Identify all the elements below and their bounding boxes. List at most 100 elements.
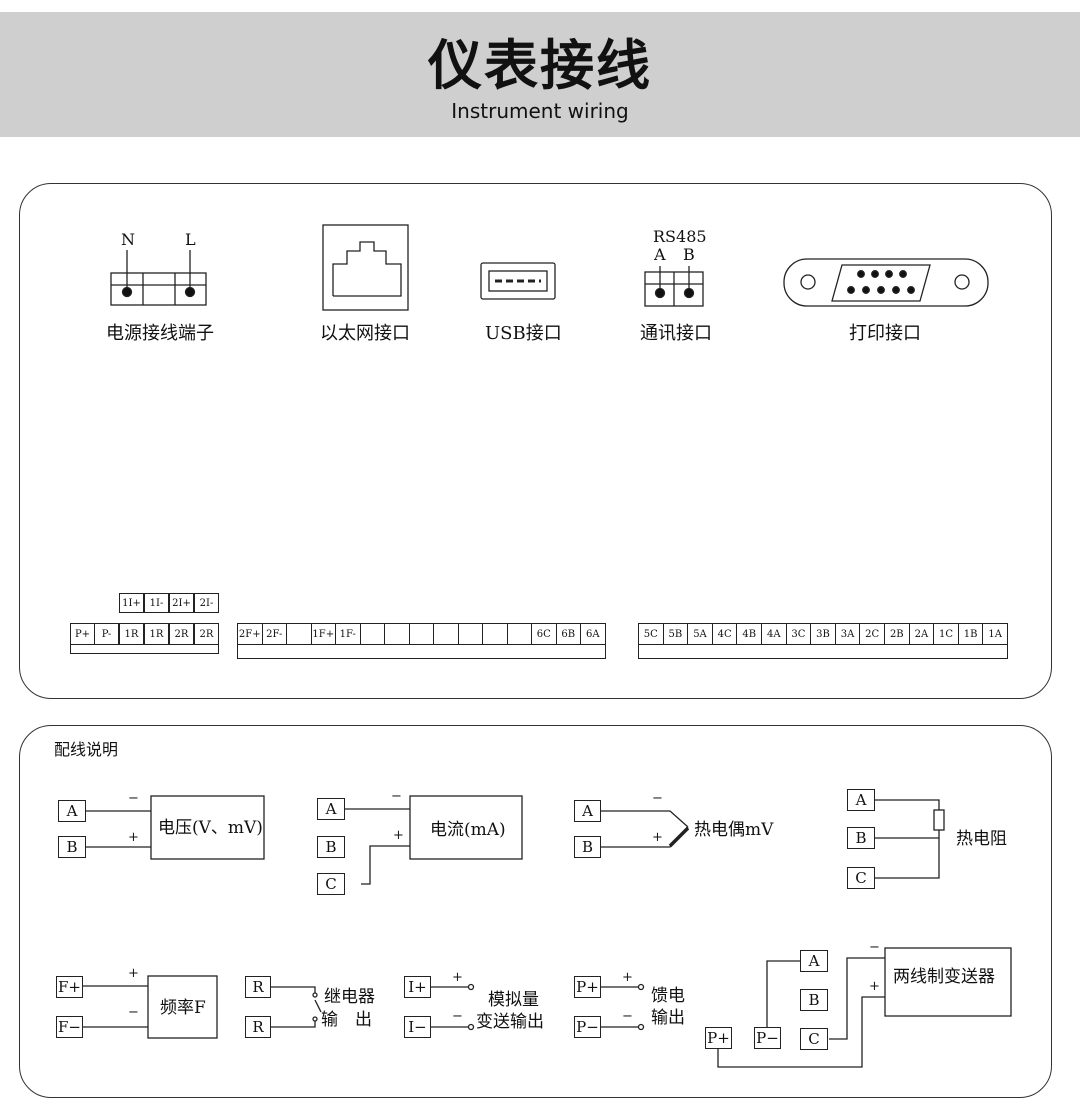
- terminal: 1R: [119, 623, 144, 645]
- terminal-1i-plus: 1I+: [119, 593, 144, 613]
- voltage-terminal-a: A: [58, 800, 86, 822]
- feed-label-1: 馈电: [651, 986, 685, 1006]
- analog-terminal-iplus: I+: [404, 976, 431, 998]
- frequency-label: 频率F: [160, 998, 206, 1018]
- relay-terminal-r1: R: [245, 976, 271, 998]
- terminal-2i-plus: 2I+: [169, 593, 194, 613]
- relay-terminal-r2: R: [245, 1016, 271, 1038]
- thermocouple-minus: −: [652, 791, 663, 806]
- rtd-label: 热电阻: [956, 829, 1007, 849]
- current-wiring: [345, 795, 523, 885]
- transmitter-terminal-b: B: [800, 989, 828, 1011]
- terminal: 2R: [194, 623, 219, 645]
- rtd-wiring: [875, 799, 945, 879]
- voltage-wiring: [86, 795, 265, 860]
- rs485-label: 通讯接口: [640, 323, 712, 344]
- terminal: 6A: [580, 623, 606, 645]
- terminal: 4B: [736, 623, 762, 645]
- current-terminal-c: C: [317, 873, 345, 895]
- frequency-minus: −: [128, 1005, 139, 1020]
- ethernet-port-icon: [322, 224, 409, 311]
- frequency-wiring: [82, 975, 218, 1039]
- transmitter-minus: −: [869, 940, 880, 955]
- print-label: 打印接口: [849, 323, 921, 344]
- transmitter-label: 两线制变送器: [893, 967, 995, 987]
- page-title: 仪表接线: [428, 34, 652, 97]
- feed-wiring: [601, 983, 645, 1031]
- terminal-strip-base: [237, 645, 606, 659]
- header-banner: 仪表接线 Instrument wiring: [0, 12, 1080, 137]
- rtd-terminal-a: A: [847, 789, 875, 811]
- analog-wiring: [430, 983, 475, 1031]
- page-subtitle: Instrument wiring: [451, 99, 629, 123]
- power-terminal-label: 电源接线端子: [106, 323, 214, 344]
- feed-plus: +: [622, 970, 633, 985]
- terminal: 6B: [555, 623, 581, 645]
- terminal-2i-minus: 2I-: [194, 593, 219, 613]
- relay-label-2: 输 出: [321, 1010, 372, 1030]
- terminal: 2F+: [237, 623, 263, 645]
- analog-terminal-iminus: I−: [404, 1016, 431, 1038]
- voltage-terminal-b: B: [58, 836, 86, 858]
- analog-plus: +: [452, 970, 463, 985]
- terminal: 1A: [982, 623, 1008, 645]
- thermocouple-terminal-a: A: [574, 800, 601, 822]
- rs485-a-label: A: [654, 245, 666, 264]
- terminal: 1F+: [310, 623, 336, 645]
- frequency-terminal-fplus: F+: [56, 976, 83, 998]
- wiring-panel: [19, 725, 1052, 1098]
- rear-panel: [19, 183, 1052, 699]
- thermocouple-label: 热电偶mV: [694, 820, 774, 840]
- terminal-strip-base: [70, 645, 219, 654]
- terminal: 1R: [144, 623, 169, 645]
- feed-terminal-pplus: P+: [574, 976, 601, 998]
- frequency-plus: +: [128, 966, 139, 981]
- feed-label-2: 输出: [651, 1008, 685, 1028]
- relay-label-1: 继电器: [324, 987, 375, 1007]
- rs485-b-label: B: [683, 245, 695, 264]
- feed-minus: −: [622, 1009, 633, 1024]
- current-label: 电流(mA): [430, 820, 506, 840]
- analog-label-2: 变送输出: [476, 1012, 544, 1032]
- terminal: 2B: [884, 623, 910, 645]
- current-minus: −: [391, 789, 402, 804]
- transmitter-terminal-a: A: [800, 950, 828, 972]
- thermocouple-wiring: [601, 810, 690, 848]
- relay-wiring: [271, 986, 322, 1028]
- frequency-terminal-fminus: F−: [56, 1016, 83, 1038]
- terminal-1i-minus: 1I-: [144, 593, 169, 613]
- terminal: P-: [94, 623, 119, 645]
- voltage-plus: +: [128, 830, 139, 845]
- transmitter-terminal-pminus: P−: [754, 1027, 781, 1049]
- voltage-label: 电压(V、mV): [158, 818, 263, 838]
- current-terminal-b: B: [317, 836, 345, 858]
- print-port-icon: [783, 258, 989, 307]
- usb-port-icon: [480, 262, 556, 300]
- current-terminal-a: A: [317, 798, 345, 820]
- transmitter-terminal-pplus: P+: [705, 1027, 732, 1049]
- ethernet-label: 以太网接口: [320, 323, 410, 344]
- rs485-title: RS485: [653, 227, 707, 246]
- thermocouple-terminal-b: B: [574, 836, 601, 858]
- terminal: 2F-: [261, 623, 287, 645]
- transmitter-plus: +: [869, 979, 880, 994]
- rs485-terminal-icon: [644, 266, 704, 307]
- current-plus: +: [393, 828, 404, 843]
- wiring-title: 配线说明: [54, 740, 119, 759]
- feed-terminal-pminus: P−: [574, 1016, 601, 1038]
- terminal-strip-base: [638, 645, 1008, 659]
- rtd-terminal-c: C: [847, 867, 875, 889]
- transmitter-terminal-c: C: [800, 1028, 828, 1050]
- terminal: 2R: [169, 623, 194, 645]
- power-n-label: N: [121, 230, 135, 249]
- rtd-terminal-b: B: [847, 827, 875, 849]
- voltage-minus: −: [128, 791, 139, 806]
- thermocouple-plus: +: [652, 830, 663, 845]
- transmitter-wiring: [717, 947, 1012, 1068]
- usb-label: USB接口: [485, 323, 562, 344]
- power-l-label: L: [185, 230, 196, 249]
- power-terminal-icon: [110, 250, 207, 306]
- analog-minus: −: [452, 1009, 463, 1024]
